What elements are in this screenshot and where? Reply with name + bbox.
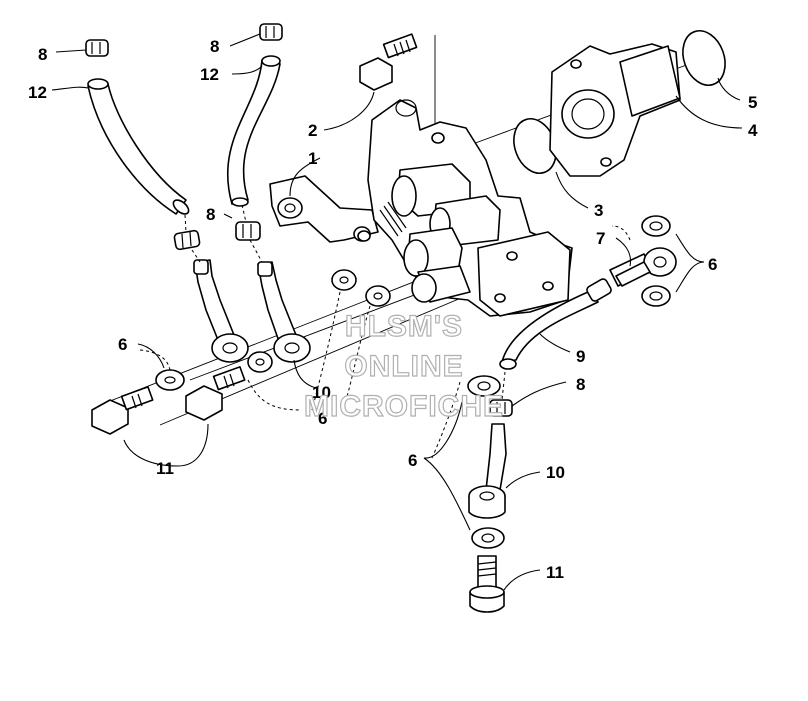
hose-clamp-top-middle [259, 23, 283, 41]
mounting-bolt [359, 33, 418, 91]
dashed-guides [139, 225, 631, 459]
banjo-bolt-left-b [185, 366, 246, 421]
washer-left-a [155, 369, 185, 391]
callout-10-right: 10 [546, 463, 565, 482]
callout-4: 4 [748, 121, 758, 140]
watermark-line-2: ONLINE [344, 350, 463, 383]
banjo-bolt-lower [469, 555, 505, 613]
callout-6-lower: 6 [408, 451, 417, 470]
hose-clamp-right [586, 278, 612, 302]
banjo-fitting-middle [257, 261, 311, 363]
watermark-line-1: HLSM'S [345, 310, 463, 343]
hose-clamp-lower-left [173, 229, 201, 251]
callout-6-right: 6 [708, 255, 717, 274]
washer-left-d [365, 285, 391, 307]
drive-housing [549, 43, 681, 177]
hose-middle [226, 55, 281, 207]
hose-clamp-lower [489, 399, 513, 417]
callout-11-right: 11 [546, 563, 564, 582]
callout-11-left: 11 [156, 459, 174, 478]
washer-lower-b [471, 527, 505, 549]
washer-left-c [331, 269, 357, 291]
seal-ring [682, 30, 726, 86]
banjo-fitting-lower [468, 423, 507, 519]
hose-lower [499, 291, 599, 370]
hose-clamp-lower-middle [235, 221, 261, 241]
pump-body [357, 99, 573, 317]
washer-right-bottom [641, 285, 671, 307]
banjo-fitting-left [193, 259, 249, 363]
callout-5: 5 [748, 93, 757, 112]
callout-8-top-left: 8 [38, 45, 47, 64]
hose-clamp-top-left [85, 39, 109, 57]
washer-right-top [641, 215, 671, 237]
callout-3: 3 [594, 201, 603, 220]
callout-12-middle: 12 [200, 65, 219, 84]
callout-labels: 1 2 3 4 5 6 6 6 6 7 8 8 8 8 9 10 10 11 1… [28, 37, 758, 582]
callout-8-middle: 8 [206, 205, 215, 224]
leader-lines [51, 33, 743, 591]
banjo-bolt-left-a [91, 386, 154, 435]
callout-10-left: 10 [312, 383, 331, 402]
watermark: HLSM'S ONLINE MICROFICHE [303, 309, 504, 423]
washer-left-b [247, 351, 273, 373]
callout-1: 1 [308, 149, 317, 168]
hose-left [87, 78, 190, 215]
callout-8-right: 8 [576, 375, 585, 394]
washer-lower-a [467, 375, 501, 397]
callout-6-center: 6 [318, 409, 327, 428]
watermark-line-3: MICROFICHE [304, 390, 504, 423]
callout-7: 7 [596, 229, 605, 248]
callout-6-left: 6 [118, 335, 127, 354]
callout-2: 2 [308, 121, 317, 140]
check-valve [615, 261, 651, 287]
callout-8-top-middle: 8 [210, 37, 219, 56]
callout-12-left: 12 [28, 83, 47, 102]
callout-9: 9 [576, 347, 585, 366]
